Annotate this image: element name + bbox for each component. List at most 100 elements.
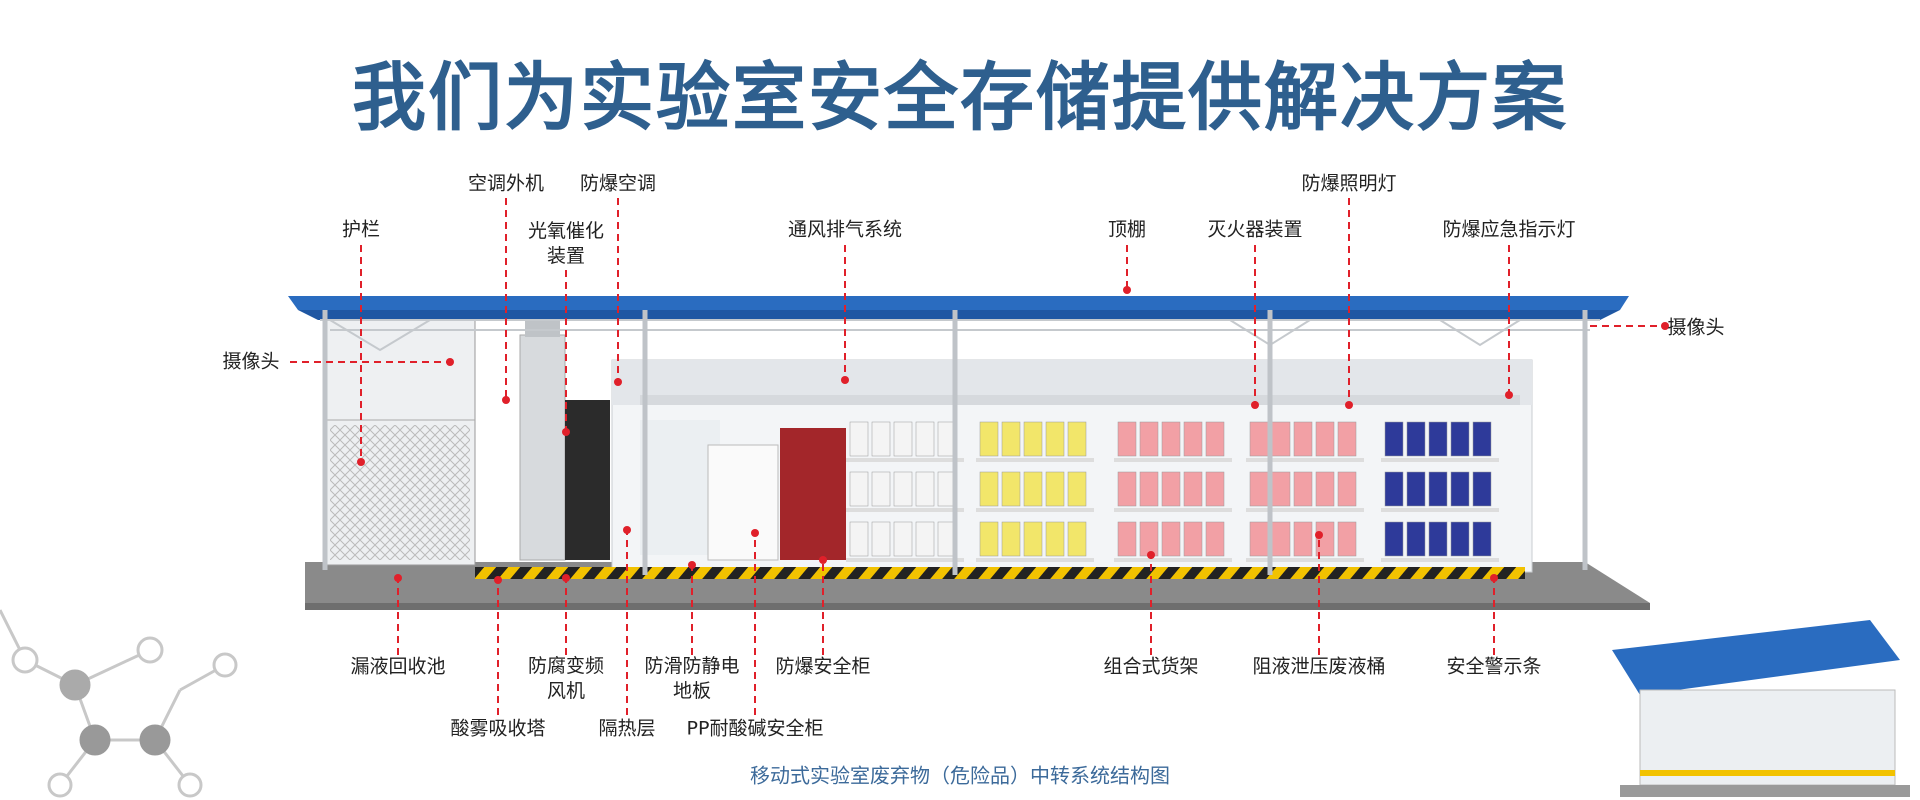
leader-dot bbox=[1123, 286, 1131, 294]
storage-drum bbox=[1450, 421, 1470, 457]
shelf-board bbox=[1381, 458, 1499, 462]
shelf-board bbox=[976, 558, 1094, 562]
storage-drum bbox=[871, 521, 891, 557]
storage-drum bbox=[1205, 521, 1225, 557]
storage-drum bbox=[1315, 421, 1335, 457]
shelf-board bbox=[1381, 508, 1499, 512]
storage-drum bbox=[1271, 471, 1291, 507]
storage-drum bbox=[915, 521, 935, 557]
leader-lines bbox=[290, 198, 1669, 715]
storage-drum bbox=[979, 421, 999, 457]
leader-dot bbox=[562, 428, 570, 436]
shelf-board bbox=[976, 508, 1094, 512]
storage-drum bbox=[1067, 421, 1087, 457]
shelf-board bbox=[1114, 558, 1232, 562]
storage-drum bbox=[1045, 471, 1065, 507]
storage-drum bbox=[1117, 421, 1137, 457]
label-line: 地板 bbox=[672, 680, 712, 702]
storage-drum bbox=[1472, 421, 1492, 457]
label-line: 防腐变频 bbox=[527, 655, 605, 677]
storage-drum bbox=[1161, 421, 1181, 457]
storage-drum bbox=[1337, 521, 1357, 557]
label-ex-emergency-light: 防爆应急指示灯 bbox=[1442, 218, 1576, 241]
storage-drum bbox=[1183, 521, 1203, 557]
storage-drum bbox=[1067, 521, 1087, 557]
shelf-board bbox=[846, 508, 964, 512]
storage-drum bbox=[849, 521, 869, 557]
label-camera-left: 摄像头 bbox=[222, 350, 280, 373]
leader-dot bbox=[1661, 322, 1669, 330]
storage-drum bbox=[1450, 471, 1470, 507]
storage-drum bbox=[979, 471, 999, 507]
label-warning-strip: 安全警示条 bbox=[1446, 655, 1542, 678]
storage-drum bbox=[1023, 421, 1043, 457]
fan bbox=[565, 400, 610, 560]
storage-drum bbox=[849, 421, 869, 457]
storage-drum bbox=[849, 471, 869, 507]
storage-drum bbox=[871, 471, 891, 507]
shelf-board bbox=[1114, 458, 1232, 462]
label-line: 光氧催化 bbox=[527, 220, 605, 242]
storage-drum bbox=[1406, 521, 1426, 557]
storage-drum bbox=[1337, 471, 1357, 507]
storage-drum bbox=[1428, 521, 1448, 557]
label-line: 装置 bbox=[546, 245, 586, 267]
storage-drum bbox=[1205, 471, 1225, 507]
storage-drum bbox=[1045, 421, 1065, 457]
leader-dot bbox=[1315, 531, 1323, 539]
storage-drum bbox=[1406, 421, 1426, 457]
storage-drum bbox=[979, 521, 999, 557]
storage-drum bbox=[1249, 521, 1269, 557]
label-canopy: 顶棚 bbox=[1107, 218, 1147, 241]
guardrail-fence bbox=[324, 319, 476, 566]
storage-drum bbox=[1428, 421, 1448, 457]
storage-drum bbox=[1183, 421, 1203, 457]
label-insulation: 隔热层 bbox=[598, 717, 656, 740]
leader-dot bbox=[494, 576, 502, 584]
storage-drum bbox=[915, 471, 935, 507]
label-fire-extinguisher: 灭火器装置 bbox=[1207, 218, 1303, 241]
storage-drum bbox=[1139, 521, 1159, 557]
storage-drum bbox=[1001, 521, 1021, 557]
storage-drum bbox=[1117, 471, 1137, 507]
shelf-board bbox=[1246, 558, 1364, 562]
label-photo-oxygen: 光氧催化装置 bbox=[528, 219, 604, 269]
storage-drum bbox=[893, 471, 913, 507]
leader-dot bbox=[1345, 401, 1353, 409]
label-camera-right: 摄像头 bbox=[1667, 316, 1725, 339]
storage-drum bbox=[1384, 521, 1404, 557]
storage-drum bbox=[1067, 471, 1087, 507]
label-waste-drum: 阻液泄压废液桶 bbox=[1252, 655, 1386, 678]
storage-drum bbox=[1249, 471, 1269, 507]
leader-dot bbox=[1147, 551, 1155, 559]
storage-drum bbox=[1428, 471, 1448, 507]
leader-dot bbox=[394, 574, 402, 582]
label-line: 风机 bbox=[546, 680, 586, 702]
storage-drum bbox=[1139, 471, 1159, 507]
leader-dot bbox=[751, 529, 759, 537]
leader-dot bbox=[1251, 401, 1259, 409]
leader-dot bbox=[357, 458, 365, 466]
storage-drum bbox=[1001, 421, 1021, 457]
shelf-board bbox=[846, 458, 964, 462]
storage-drum bbox=[1271, 421, 1291, 457]
label-floor: 防滑防静电地板 bbox=[644, 654, 739, 704]
storage-drum bbox=[1249, 421, 1269, 457]
storage-drum bbox=[1161, 471, 1181, 507]
storage-drum bbox=[1472, 521, 1492, 557]
shelf-board bbox=[1381, 558, 1499, 562]
storage-drum bbox=[893, 521, 913, 557]
storage-drum bbox=[893, 421, 913, 457]
canopy bbox=[288, 296, 1629, 575]
pp-cabinet bbox=[707, 444, 779, 561]
shelf-board bbox=[976, 458, 1094, 462]
label-shelf: 组合式货架 bbox=[1103, 655, 1199, 678]
diagram-caption: 移动式实验室废弃物（危险品）中转系统结构图 bbox=[750, 763, 1170, 788]
storage-drum bbox=[1384, 421, 1404, 457]
storage-drum bbox=[1001, 471, 1021, 507]
shelves bbox=[846, 421, 1499, 562]
storage-drum bbox=[1139, 421, 1159, 457]
warning-strip bbox=[475, 567, 1525, 579]
storage-drum bbox=[1161, 521, 1181, 557]
